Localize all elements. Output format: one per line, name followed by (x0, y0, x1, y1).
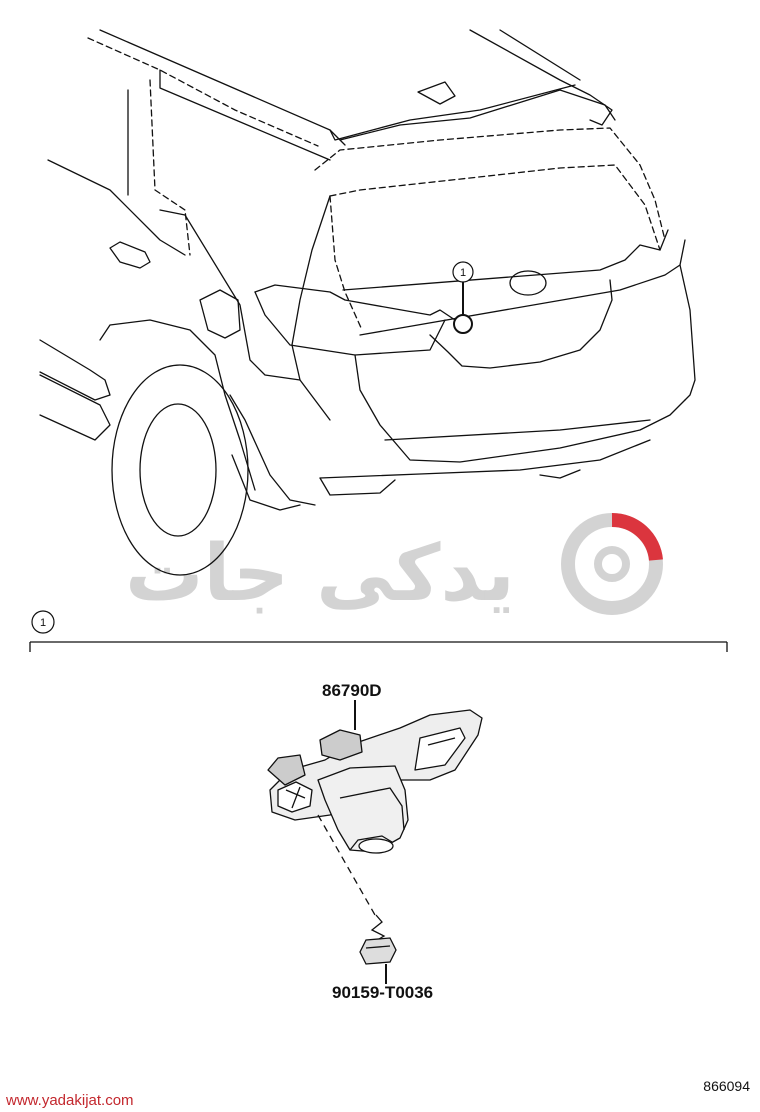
section-divider: 1 (29, 610, 728, 652)
diagram-id: 866094 (703, 1078, 750, 1094)
screw (359, 914, 397, 984)
section-number: 1 (40, 617, 46, 629)
camera-assembly (267, 700, 483, 916)
part-number-camera: 86790D (322, 681, 382, 700)
callout-number: 1 (460, 267, 466, 279)
watermark-logo: یدکی جات (125, 512, 663, 619)
vehicle-rear-view (39, 29, 696, 576)
brake-disc-icon (561, 512, 663, 615)
camera-location-marker (453, 314, 473, 334)
website-watermark: www.yadakijat.com (6, 1092, 134, 1109)
part-number-screw: 90159-T0036 (332, 983, 433, 1002)
callout-marker-1: 1 (452, 261, 474, 334)
watermark-text: یدکی جات (125, 529, 515, 619)
